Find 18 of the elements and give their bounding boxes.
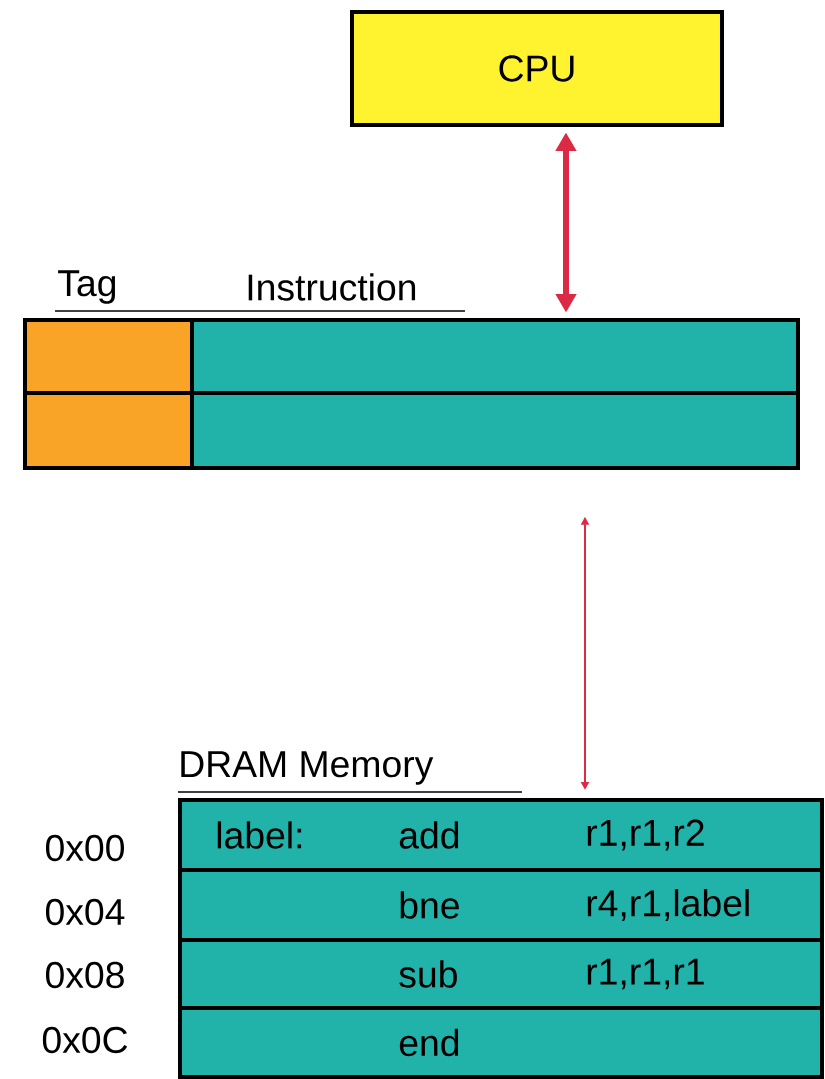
cpu-label: CPU [499,55,574,82]
address-label: 0x00 [46,834,124,862]
opcode: add [399,821,459,849]
operands: r1,r1,r2 [587,819,704,851]
operands: r4,r1,label [587,889,749,921]
address-label: 0x0C [42,1026,128,1054]
address-label: 0x08 [46,961,124,989]
section-heading: DRAM Memory [181,751,434,785]
opcode: bne [400,891,459,919]
cpu-box [350,10,724,127]
opcode: sub [399,960,457,988]
column-heading: Instruction [248,273,416,301]
address-label: 0x04 [46,898,125,926]
memory-row [178,1006,824,1079]
operands: r1,r1,r1 [587,958,704,990]
row-label: label: [217,821,302,849]
column-heading: Tag [58,270,116,304]
opcode: end [399,1028,459,1057]
